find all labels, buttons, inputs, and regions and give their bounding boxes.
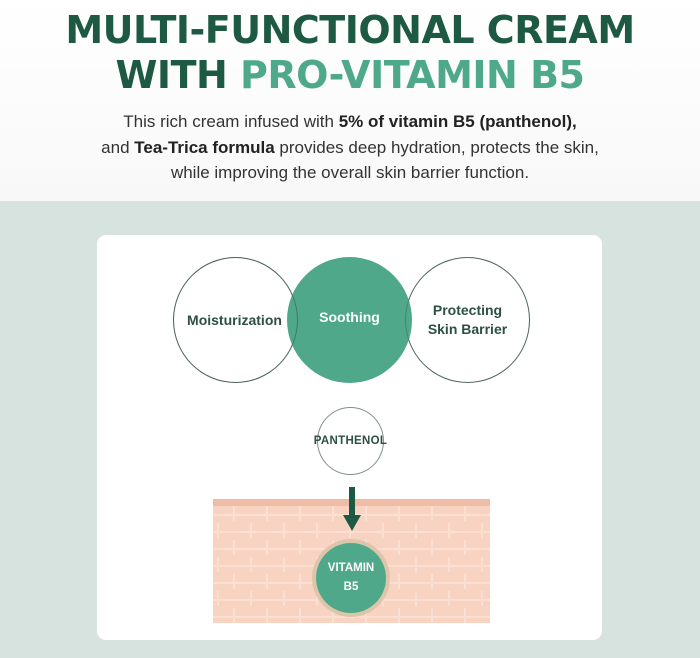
circle-overlap-outline <box>173 257 298 383</box>
desc-text: and <box>101 137 135 157</box>
title-prefix: WITH <box>115 53 241 97</box>
brick-row <box>213 506 490 521</box>
title-line-2: WITH PRO-VITAMIN B5 <box>0 53 700 98</box>
description-line-2: and Tea-Trica formula provides deep hydr… <box>0 135 700 161</box>
down-arrow-head-icon <box>343 515 361 531</box>
desc-bold: 5% of vitamin B5 (panthenol), <box>338 112 577 131</box>
benefit-circle-soothing: Soothing <box>287 257 412 383</box>
benefit-label: Soothing <box>319 308 380 325</box>
desc-text: provides deep hydration, protects the sk… <box>274 137 599 157</box>
down-arrow-icon <box>349 487 355 517</box>
desc-text: This rich cream infused with <box>123 112 339 131</box>
panthenol-circle: PANTHENOL <box>313 407 388 475</box>
desc-bold: Tea-Trica formula <box>134 137 275 157</box>
title-accent: PRO-VITAMIN B5 <box>240 53 585 97</box>
title-line-1: MULTI-FUNCTIONAL CREAM <box>65 8 635 52</box>
circle-overlap-outline <box>405 257 530 383</box>
brick-row <box>213 608 490 623</box>
description: This rich cream infused with 5% of vitam… <box>0 109 700 186</box>
description-line-1: This rich cream infused with 5% of vitam… <box>0 109 700 135</box>
description-line-3: while improving the overall skin barrier… <box>170 163 530 182</box>
panthenol-label: PANTHENOL <box>313 434 388 447</box>
header-section: MULTI-FUNCTIONAL CREAM WITH PRO-VITAMIN … <box>0 0 700 201</box>
